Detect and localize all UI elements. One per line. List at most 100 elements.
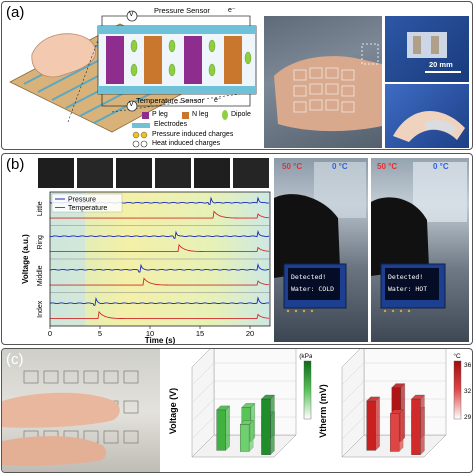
x-tick-label: 15: [196, 329, 204, 338]
glove-photo: [38, 158, 74, 188]
finger-label: Little: [37, 201, 44, 216]
chart-side-wall: [191, 349, 215, 458]
glove-photo: [77, 158, 113, 188]
display-right-line2: Water: HOT: [388, 285, 428, 293]
pressure-sensor-label: Pressure Sensor: [154, 6, 210, 15]
plot-frame: [49, 191, 271, 327]
panel-c-label: (c): [6, 351, 24, 368]
bar-top: [239, 420, 254, 425]
z-axis-label: Voltage (V): [168, 388, 178, 434]
temperature-sensor-label: Temperature Sensor: [136, 96, 204, 105]
legend-p-leg: P leg: [152, 111, 168, 118]
colorbar-unit: (kPa): [299, 353, 312, 360]
x-tick-label: 20: [246, 329, 254, 338]
bar-front: [261, 398, 271, 455]
legend-dipole: Dipole: [231, 111, 251, 118]
finger-on-array-photo: [2, 349, 160, 472]
grid-line: [341, 380, 365, 404]
bar-front: [216, 409, 226, 451]
temperature-trace: [49, 310, 270, 320]
temp-label-0c: 0 °C: [433, 162, 449, 171]
grid-line: [191, 398, 215, 422]
pressure-3d-bar-chart: Voltage (V)(kPa)0.60.30: [168, 349, 312, 458]
temperature-electron-label: e⁻: [214, 97, 222, 104]
bar-front: [389, 413, 400, 452]
hand-illustration: [31, 33, 96, 78]
panel-c: (c) Voltage (V)(kPa)0.60.30 Vtherm (mV)°…: [1, 348, 473, 473]
x-axis-label: Time (s): [145, 336, 176, 344]
bar-top: [389, 409, 404, 414]
bar-top: [411, 394, 425, 400]
chart-side-wall: [341, 349, 365, 458]
grid-line: [191, 362, 215, 386]
bent-device-photo: [385, 84, 469, 148]
temp-label-50c-right: 50 °C: [377, 162, 398, 171]
n-legs: [144, 36, 242, 84]
colorbar-tick-label: 36: [464, 362, 472, 369]
x-tick-label: 10: [146, 329, 154, 338]
single-device-photo: 20 mm: [385, 16, 469, 82]
z-axis-label: Vtherm (mV): [318, 384, 328, 438]
legend-n-leg: N leg: [192, 111, 209, 118]
legend-pressure-label: Pressure: [68, 197, 96, 204]
grid-line: [341, 398, 365, 422]
grid-line: [191, 380, 215, 404]
bar-front: [239, 424, 250, 452]
colorbar: [453, 360, 462, 420]
legend-electrodes: Electrodes: [154, 121, 188, 128]
pressure-trace: [49, 229, 270, 239]
bar-front: [411, 398, 421, 455]
y-axis-label: Voltage (a.u.): [21, 234, 30, 284]
x-tick-label: 0: [48, 329, 52, 338]
bar-side: [225, 405, 230, 451]
glove-photo: [194, 158, 230, 188]
pressure-trace: [49, 263, 270, 273]
bar-side: [420, 394, 425, 456]
temp-label-0c-left: 0 °C: [332, 162, 348, 171]
bar-side: [248, 420, 254, 452]
grid-line: [191, 416, 215, 440]
x-tick-label: 5: [98, 329, 102, 338]
colorbar-tick-label: 32: [464, 388, 472, 395]
colorbar: [303, 360, 312, 420]
grid-line: [341, 362, 365, 386]
legend-heat-charges: Heat induced charges: [152, 140, 221, 147]
temperature-3d-bar-chart: Vtherm (mV) °C36 32 29: [318, 349, 472, 458]
cold-water-photo: 50 °C 0 °C Detected! Water: HOT: [371, 158, 469, 342]
finger-label: Middle: [37, 265, 44, 286]
bar-top: [241, 403, 256, 408]
panel-a: (a): [1, 1, 473, 150]
glove-photo-strip: [38, 158, 270, 188]
legend-temperature-label: Temperature: [68, 205, 107, 212]
pressure-trace: [49, 296, 270, 307]
glove-photo: [155, 158, 191, 188]
colorbar-unit: °C: [453, 352, 461, 360]
bar-top: [391, 383, 406, 388]
pressure-volt-symbol: V: [129, 11, 134, 18]
pressure-electron-label: e⁻: [228, 7, 236, 14]
bar-front: [366, 400, 376, 451]
legend-pressure-charges: Pressure induced charges: [152, 131, 234, 138]
panel-b-label: (b): [6, 156, 25, 173]
temperature-trace: [49, 210, 270, 219]
bar-side: [270, 394, 275, 456]
colorbar-tick-label: 29: [464, 414, 472, 421]
display-right-line1: Detected!: [388, 273, 424, 281]
hot-water-photo: 50 °C 0 °C Detected! Water: COLD: [274, 158, 368, 342]
hand-with-sensor-photo: [264, 16, 382, 148]
bar-top: [366, 396, 381, 402]
grid-line: [341, 416, 365, 440]
bar-top: [261, 394, 275, 400]
legend-box: [51, 193, 123, 213]
glove-photo: [116, 158, 152, 188]
glove-photo: [233, 158, 269, 188]
display-left-line1: Detected!: [291, 273, 327, 281]
temperature-trace: [49, 243, 270, 253]
sensor-array-schematic: [9, 10, 257, 148]
finger-label: Ring: [37, 235, 44, 250]
bar-side: [398, 409, 404, 452]
display-left-line2: Water: COLD: [291, 285, 335, 293]
